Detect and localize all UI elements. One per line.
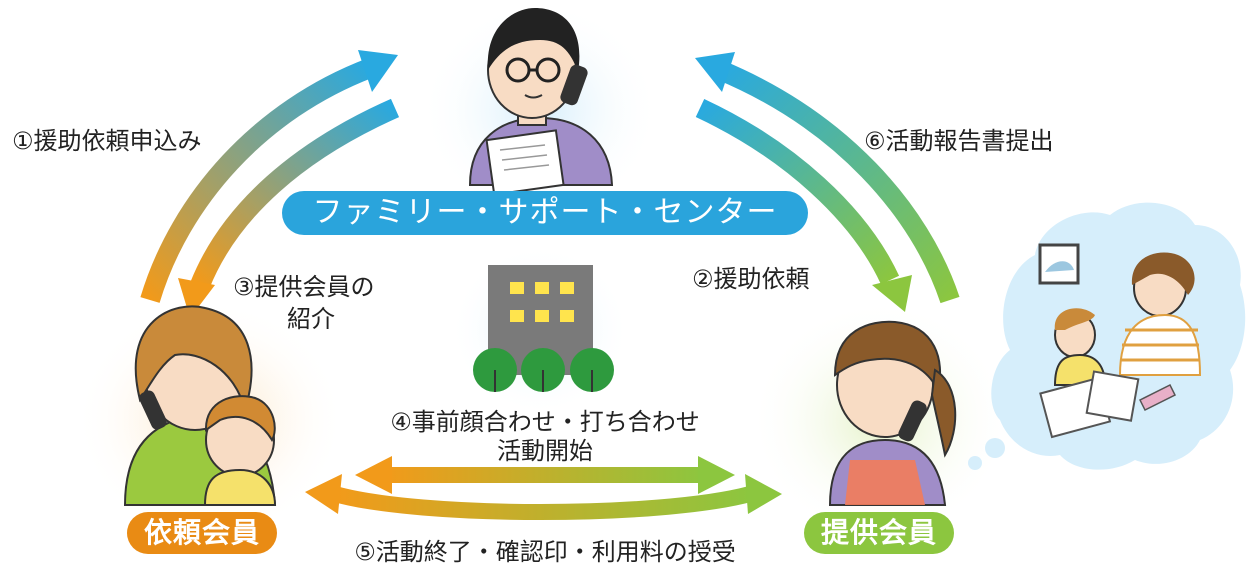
step-2-label: ②援助依頼 [692,265,810,293]
step-3-label-line1: ③提供会員の [233,273,375,301]
arrow-support-request [695,98,912,312]
step-3-label-line2: 紹介 [287,305,335,333]
provider-illustration [828,320,957,506]
arrow-meeting-start [355,456,735,494]
thought-bubble [968,202,1246,470]
arrow-activity-report [695,52,960,304]
step-6-label: ⑥活動報告書提出 [864,127,1054,155]
arrow-request-application [140,50,398,303]
step-1-label: ①援助依頼申込み [12,127,202,155]
coordinator-illustration [468,8,614,196]
family-support-center-label: ファミリー・サポート・センター [282,191,808,235]
provider-member-label: 提供会員 [804,512,954,554]
requester-illustration [123,305,277,506]
center-building-icon [473,265,614,392]
step-5-label: ⑤活動終了・確認印・利用料の授受 [354,538,736,566]
requester-member-label: 依頼会員 [127,512,277,554]
step-4-label-line1: ④事前顔合わせ・打ち合わせ [390,408,700,436]
arrow-activity-end [305,474,782,520]
step-4-label-line2: 活動開始 [497,437,593,465]
